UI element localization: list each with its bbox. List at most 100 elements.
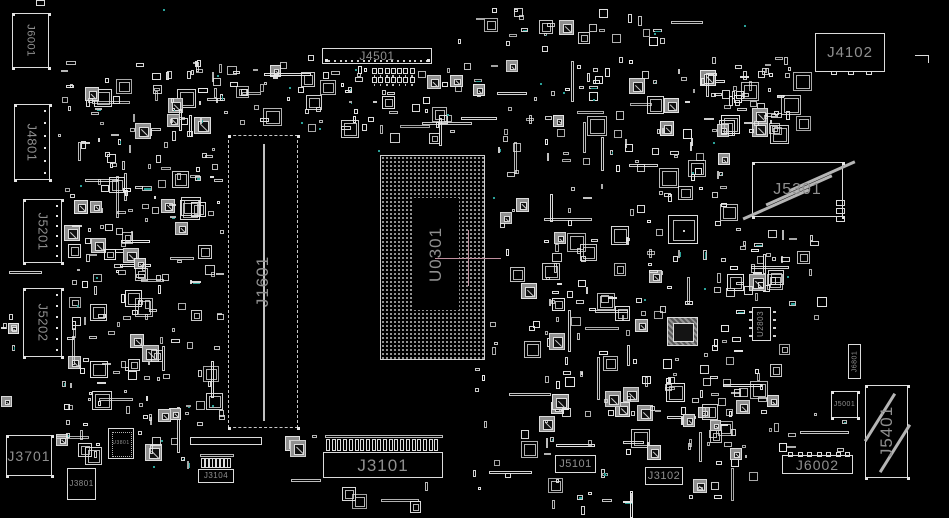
module-inner: [174, 174, 188, 187]
component-J5101[interactable]: J5101: [555, 455, 596, 473]
module-inner: [205, 369, 217, 381]
component-J5001[interactable]: J5001: [831, 391, 860, 420]
pcb-part: [774, 422, 779, 432]
pcb-part: [633, 358, 637, 365]
component-J6001[interactable]: J6001: [12, 13, 51, 70]
hatch: [151, 450, 160, 459]
component-J5401[interactable]: J5401: [864, 385, 911, 480]
pad-dot: [398, 84, 401, 86]
component-ref-label: U0301: [426, 226, 446, 282]
pad-dot: [386, 84, 388, 86]
pcb-part: [544, 452, 551, 456]
pcb-part: [562, 407, 572, 417]
pcb-part: [141, 186, 152, 191]
component-J4102[interactable]: J4102: [815, 33, 885, 75]
pad-dot: [373, 75, 375, 77]
component-J3102[interactable]: J3102: [645, 467, 683, 485]
pcb-part: [550, 90, 555, 97]
pcb-part: [588, 308, 596, 311]
pcb-part: [600, 136, 604, 171]
pcb-part: [357, 66, 363, 75]
pcb-part: [351, 494, 367, 510]
component-J3101[interactable]: J3101: [323, 435, 443, 478]
pad-dot: [404, 75, 407, 77]
component-U3801[interactable]: U3801: [108, 428, 134, 459]
component-J3104[interactable]: J3104: [198, 454, 234, 483]
pcb-part: [693, 89, 696, 94]
pcb-part: [189, 114, 193, 138]
component-J3801[interactable]: J3801: [67, 468, 96, 500]
pad-dot: [228, 427, 231, 430]
pad-dot: [23, 288, 26, 291]
highlighted-pad: [174, 109, 176, 111]
component-J5201[interactable]: J5201: [23, 199, 64, 265]
pcb-part: [587, 439, 593, 447]
module-inner: [799, 119, 809, 129]
pcb-part: [447, 67, 451, 73]
component-J6002[interactable]: J6002: [782, 452, 853, 474]
component-J1601[interactable]: J1601: [228, 135, 300, 430]
pcb-part: [125, 405, 130, 415]
component-J3701[interactable]: J3701: [6, 435, 54, 478]
component-J4501[interactable]: J4501: [322, 48, 432, 64]
pcb-part: [637, 405, 653, 422]
hatch: [723, 159, 728, 164]
hatch: [544, 422, 552, 430]
via-dot: [355, 69, 358, 72]
pad-dot: [49, 179, 52, 182]
component-J5301[interactable]: J5301: [742, 160, 855, 221]
pad-dot: [379, 75, 382, 77]
component-U2803[interactable]: U2803: [749, 307, 776, 341]
pcb-part: [198, 245, 213, 260]
pcb-part: [564, 88, 570, 92]
pcb-part: [608, 296, 617, 300]
pin-right: [773, 319, 776, 321]
pcb-part: [112, 371, 120, 374]
pcb-part: [520, 282, 538, 300]
pcb-part: [212, 77, 221, 86]
pcb-part: [713, 286, 721, 294]
pin-tooth: [343, 439, 348, 451]
pcb-part: [167, 114, 180, 128]
hatch: [741, 406, 748, 413]
component-J6801[interactable]: J6801: [848, 344, 861, 379]
pcb-part: [198, 369, 203, 378]
pcb-part: [799, 430, 850, 434]
pcb-part: [476, 18, 484, 21]
pcb-part: [69, 383, 73, 389]
pcb-part: [582, 121, 586, 154]
pcb-part: [400, 125, 431, 129]
pcb-part: [489, 470, 533, 474]
component-U0301[interactable]: U0301: [380, 155, 485, 360]
component-J4801[interactable]: J4801: [14, 104, 52, 182]
pad-dot: [356, 60, 359, 62]
pcb-part: [592, 80, 601, 84]
pcb-part: [521, 28, 529, 32]
pcb-part: [474, 79, 483, 83]
pcb-part: [653, 79, 657, 84]
pad-dot: [61, 199, 64, 202]
pcb-part: [484, 18, 498, 32]
module-inner: [616, 266, 625, 274]
pcb-part: [157, 180, 166, 189]
pcb-part: [458, 38, 462, 44]
pcb-part: [753, 121, 760, 127]
via-dot: [161, 440, 164, 443]
pcb-part: [111, 133, 120, 137]
pcb-part: [630, 490, 634, 518]
hatch: [735, 453, 740, 459]
connector-hatch-line: [765, 174, 832, 207]
via-dot: [492, 197, 495, 200]
pcb-part: [766, 113, 776, 118]
component-J5202[interactable]: J5202: [23, 288, 64, 359]
pcb-part: [716, 273, 721, 283]
highlighted-pad: [96, 110, 101, 112]
pcb-part: [701, 77, 706, 85]
module-inner: [613, 229, 628, 243]
pcb-part: [768, 230, 777, 239]
module-inner: [137, 301, 152, 315]
pcb-part: [763, 115, 769, 120]
pin-tooth: [208, 458, 213, 468]
pcb-part: [598, 29, 606, 32]
